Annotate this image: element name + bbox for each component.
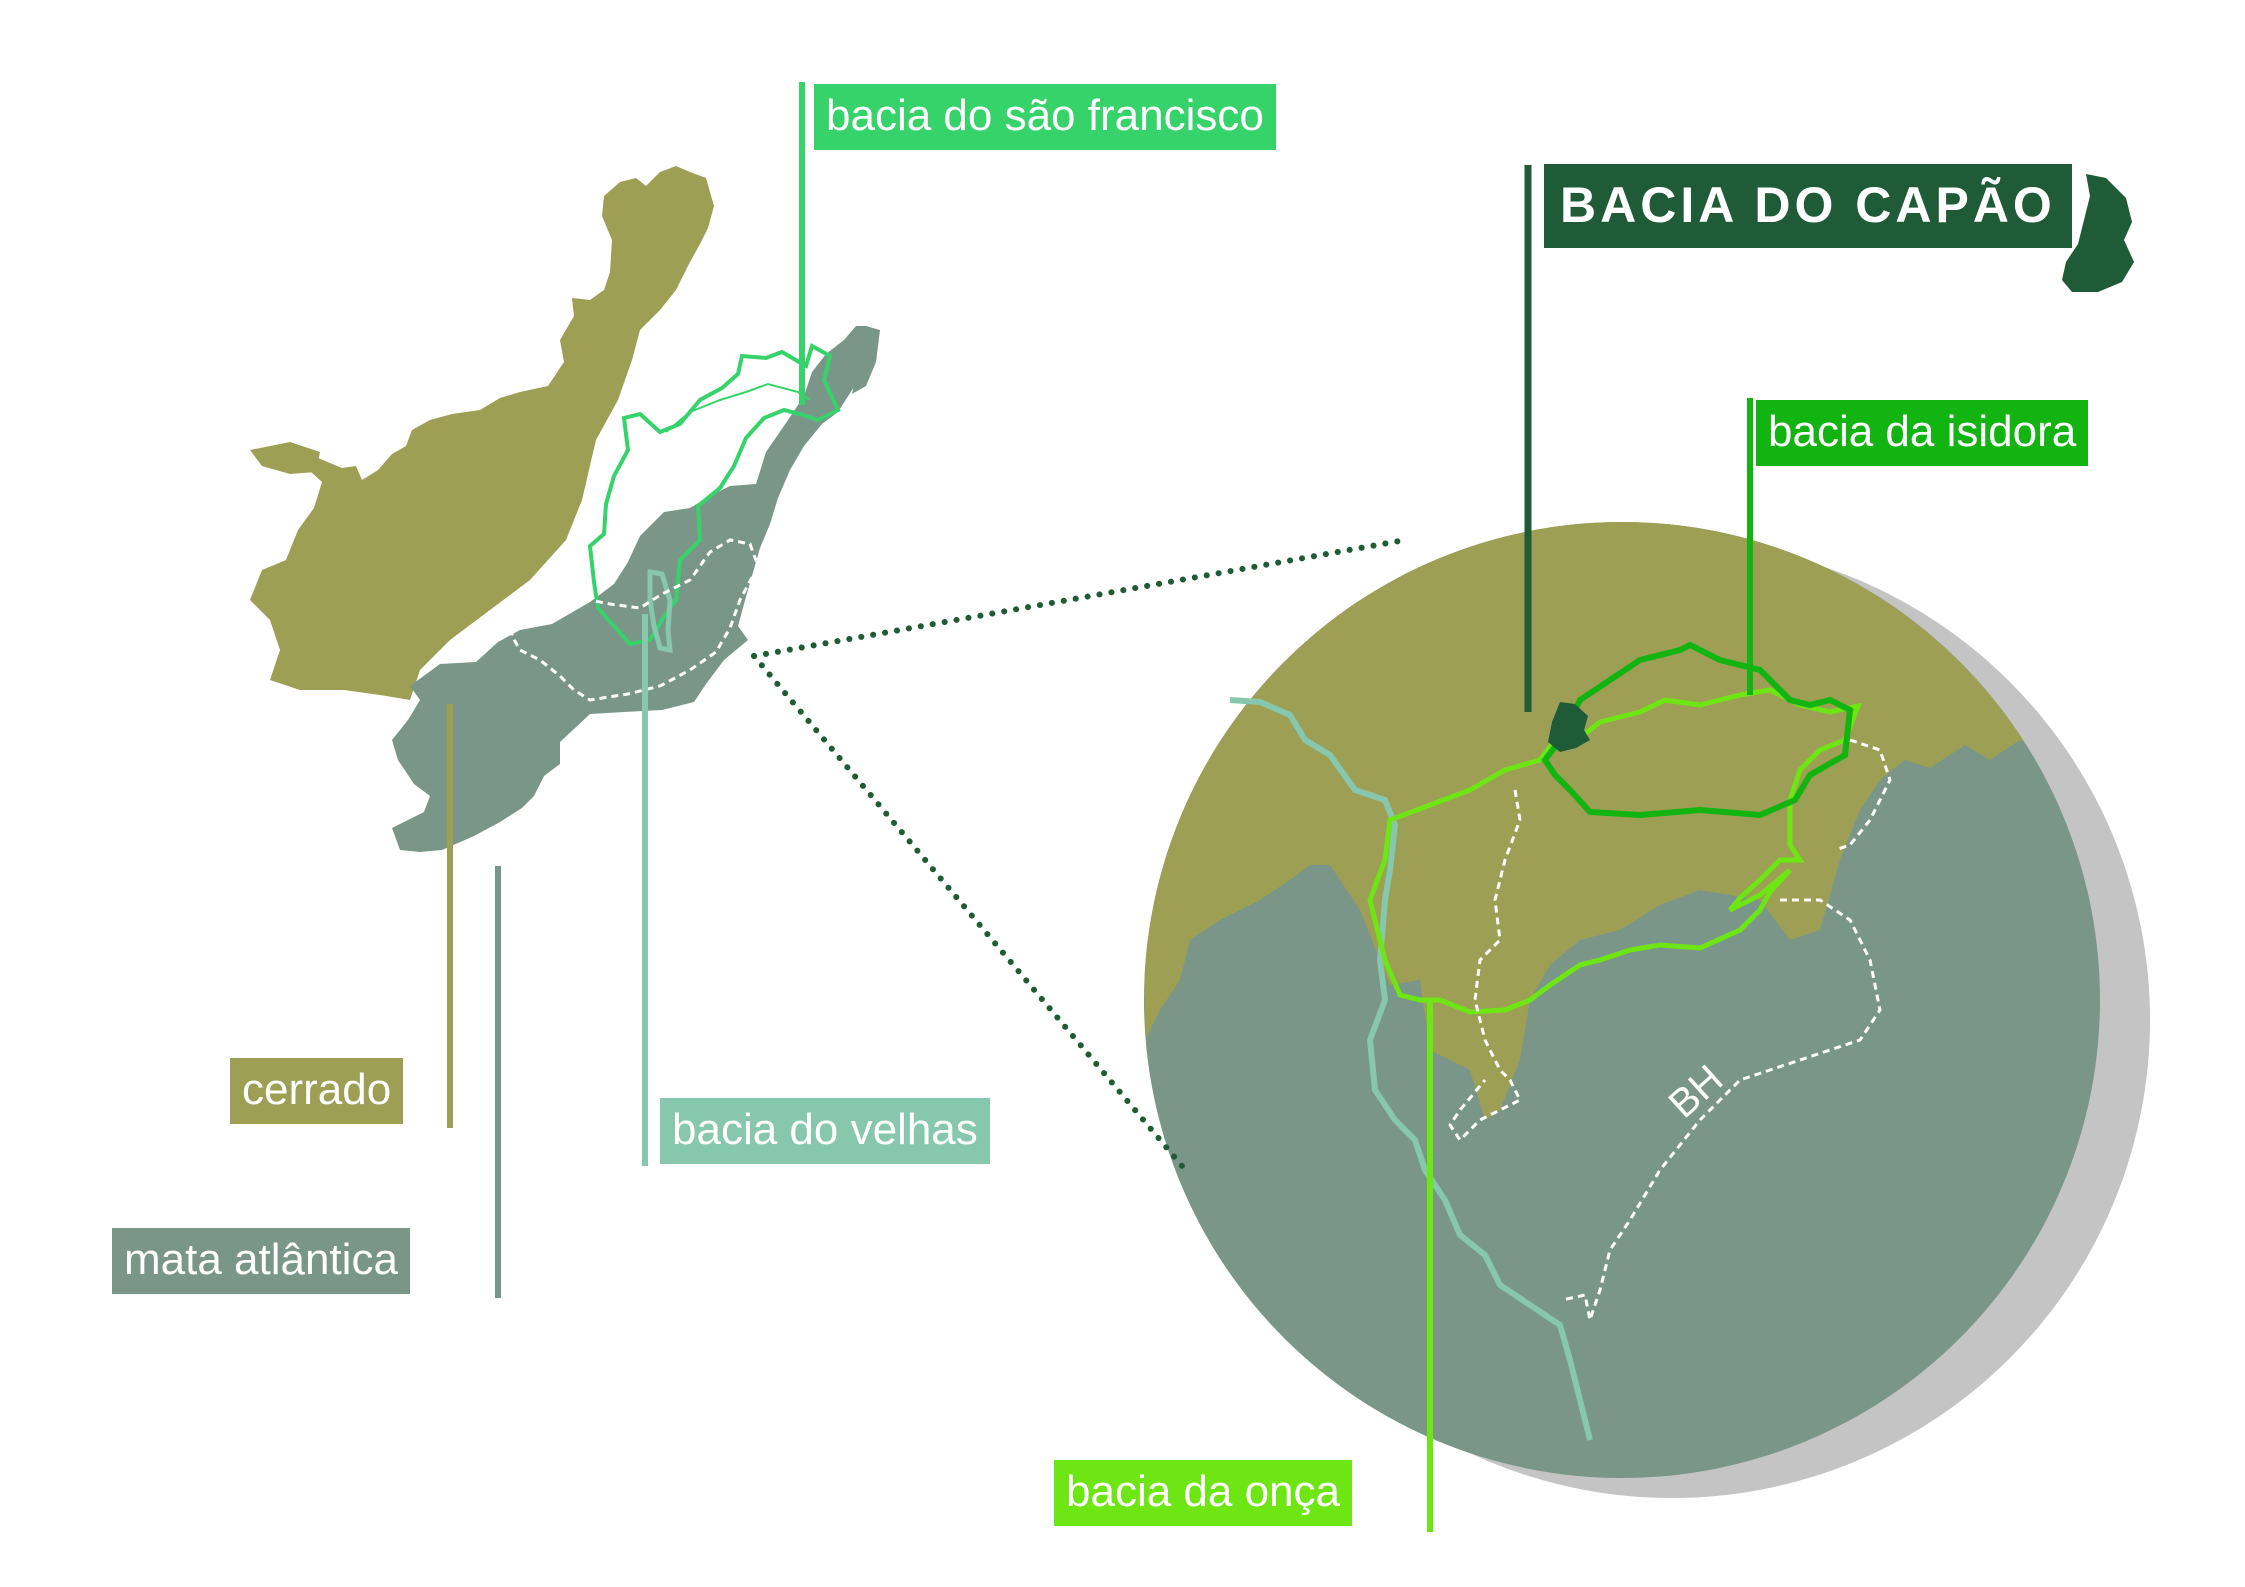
velhas-river xyxy=(1229,697,1593,1441)
bacia-sao-francisco-inner xyxy=(665,382,811,433)
capao-icon xyxy=(2062,174,2134,292)
overview-map xyxy=(250,166,880,852)
bacia-onca-outline xyxy=(1367,687,1862,1015)
mata-atlantica-coast-detail xyxy=(852,326,880,394)
label-bacia-capao: BACIA DO CAPÃO xyxy=(1544,164,2072,248)
cerrado-island xyxy=(250,442,320,474)
bacia-isidora-outline xyxy=(1541,641,1854,819)
label-mata-atlantica: mata atlântica xyxy=(112,1228,410,1294)
bh-dashed-border xyxy=(1448,738,1892,1326)
cerrado-region xyxy=(250,166,714,700)
label-bacia-velhas: bacia do velhas xyxy=(660,1098,990,1164)
label-bacia-onca: bacia da onça xyxy=(1054,1460,1352,1526)
label-cerrado: cerrado xyxy=(230,1058,404,1124)
bacia-capao-shape xyxy=(1548,702,1590,752)
zoom-connectors xyxy=(751,537,1408,1169)
zoom-inset: BH xyxy=(1144,522,2150,1498)
mata-atlantica-region xyxy=(392,326,872,852)
label-bacia-sao-francisco: bacia do são francisco xyxy=(814,84,1276,150)
bacia-velhas-outline xyxy=(647,569,673,654)
bh-state-dashed-border xyxy=(510,538,760,702)
leader-lines xyxy=(447,82,1753,1532)
label-bacia-isidora: bacia da isidora xyxy=(1756,400,2089,466)
zoom-connector-bottom xyxy=(751,653,1185,1169)
zoom-connector-top xyxy=(751,537,1408,659)
